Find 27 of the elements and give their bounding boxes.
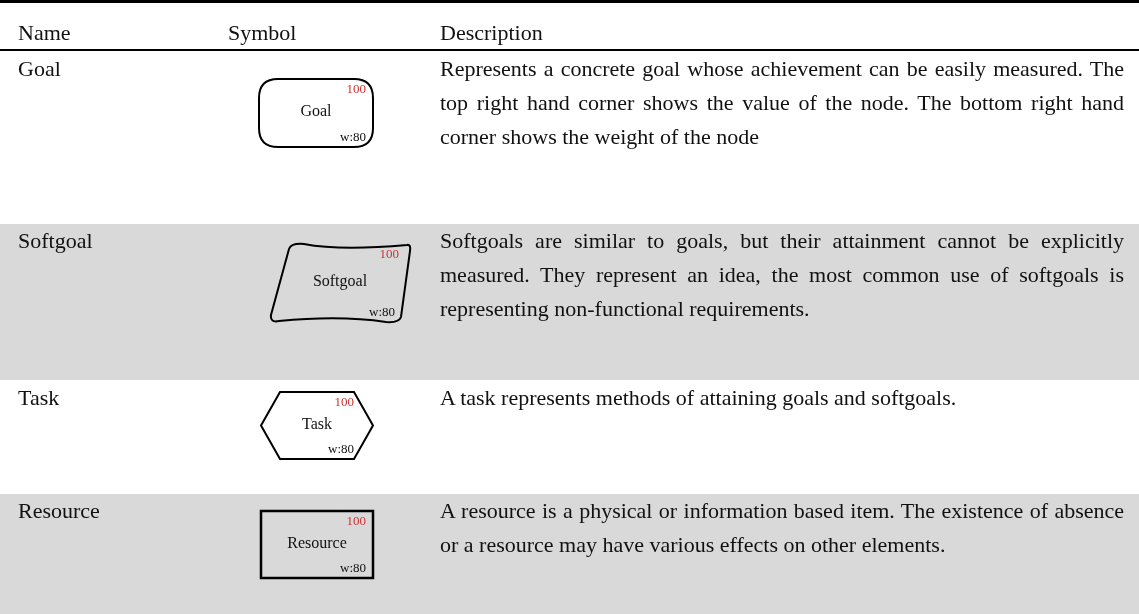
weight-label: w:80 (340, 129, 366, 145)
symbol-label: Task (301, 414, 333, 433)
column-header: Description (440, 19, 543, 47)
description-text: Softgoals are similar to goals, but their attainment cannot be explicitly measured. They represent an idea, the most common use of softgoals is representing non-functional requirements. (440, 227, 1124, 323)
description-text: A resource is a physical or information based item. The existence of absence or a resource may have various effects on other elements. (440, 497, 1124, 559)
value-label: 100 (346, 513, 366, 529)
description-text: A task represents methods of attaining goals and softgoals. (440, 384, 958, 412)
symbol-label: Softgoal (311, 272, 369, 290)
rectangle-symbol (260, 510, 374, 579)
weight-label: w:80 (328, 441, 354, 457)
rounded-box-symbol (258, 78, 374, 148)
column-header: Symbol (228, 19, 297, 47)
value-label: 100 (346, 81, 366, 97)
weight-label: w:80 (340, 560, 366, 576)
row-name: Resource (18, 497, 100, 525)
column-header: Name (18, 19, 71, 47)
description-text: Represents a concrete goal whose achievement can be easily measured. The top right hand corner shows the value of the node. The bottom right hand corner shows the weight of the node (440, 55, 1124, 151)
row-name: Goal (18, 55, 61, 83)
symbol-label: Resource (286, 533, 348, 552)
hexagon-symbol (260, 391, 374, 460)
value-label: 100 (379, 246, 399, 262)
weight-label: w:80 (369, 304, 395, 320)
wavy-parallelogram-symbol (269, 243, 411, 323)
row-name: Softgoal (18, 227, 93, 255)
symbol-label: Goal (299, 102, 333, 120)
row-name: Task (18, 384, 60, 412)
value-label: 100 (334, 394, 354, 410)
